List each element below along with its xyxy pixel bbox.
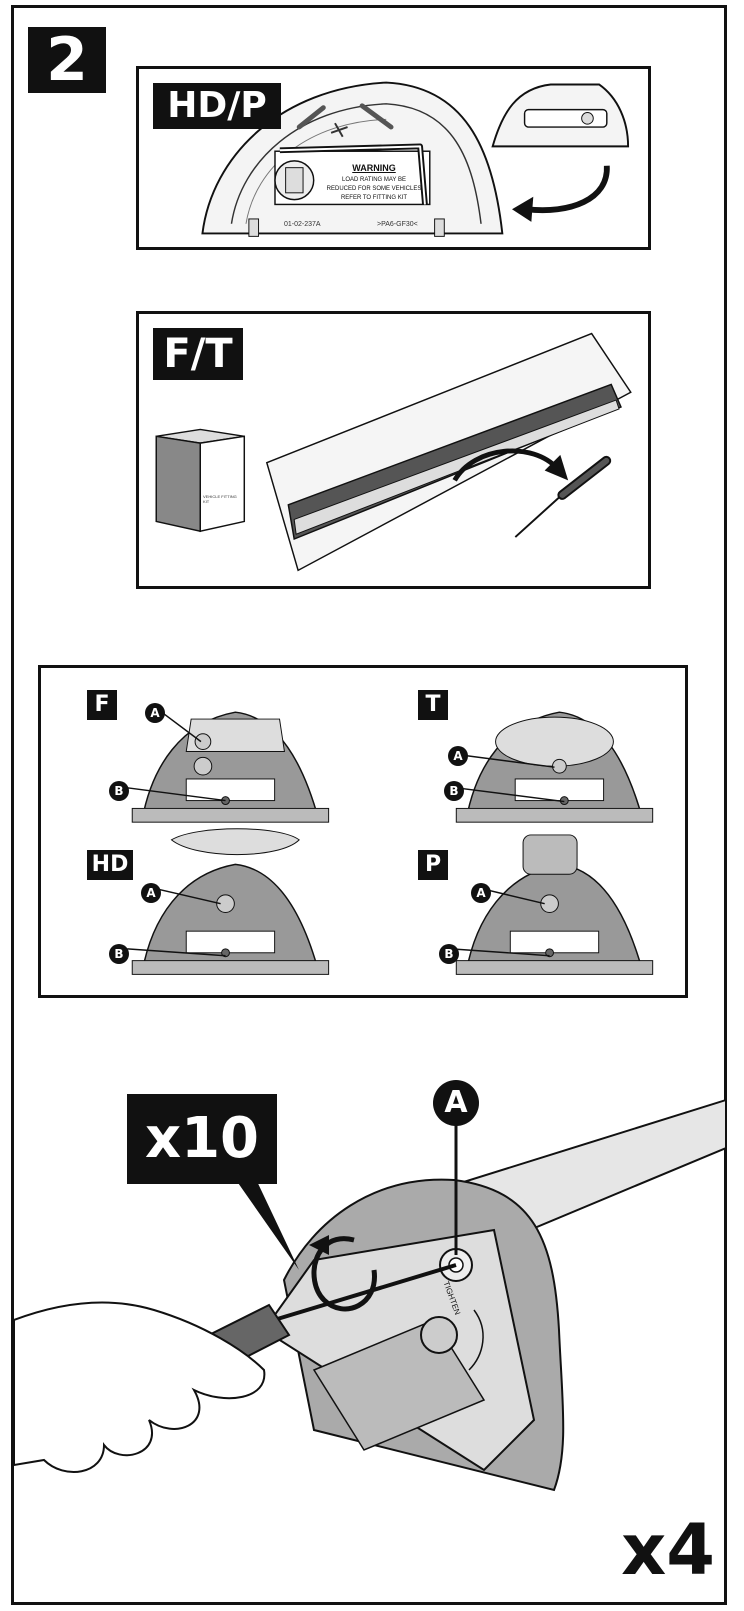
panel-hdp: HD/P WARNING LOAD RATING MAY BE REDUCED … xyxy=(136,66,651,250)
repeat-count-label: x4 xyxy=(621,1509,715,1591)
panel-variants: F T HD P A B A B A B A B xyxy=(38,665,688,998)
warning-line-2: REDUCED FOR SOME VEHICLES xyxy=(326,186,422,192)
ft-tag: F/T xyxy=(153,328,243,380)
foot-t xyxy=(455,711,654,823)
callout-a-hd: A xyxy=(141,883,161,903)
variant-tag-hd: HD xyxy=(87,850,133,880)
box-label: VEHICLE FITTING KIT xyxy=(203,494,237,504)
main-illustration xyxy=(14,1098,726,1492)
panel-ft: F/T VEHICLE FITTING KIT xyxy=(136,311,651,589)
callout-b-f: B xyxy=(109,781,129,801)
warning-line-3: REFER TO FITTING KIT xyxy=(340,195,408,201)
callout-a-main: A xyxy=(433,1080,479,1126)
variant-tag-f: F xyxy=(87,690,117,720)
page-frame xyxy=(11,5,727,1605)
step-number-badge: 2 xyxy=(28,27,106,93)
warning-title: WARNING xyxy=(352,163,396,173)
callout-b-hd: B xyxy=(109,944,129,964)
callout-a-f: A xyxy=(145,703,165,723)
material-code: >PA6-GF30< xyxy=(377,221,418,228)
callout-a-t: A xyxy=(448,746,468,766)
part-number: 01-02-237A xyxy=(284,221,321,228)
warning-line-1: LOAD RATING MAY BE xyxy=(341,177,406,183)
callout-b-t: B xyxy=(444,781,464,801)
turns-label: x10 xyxy=(127,1094,277,1184)
callout-a-p: A xyxy=(471,883,491,903)
variant-tag-t: T xyxy=(418,690,448,720)
variants-illustration xyxy=(127,711,654,975)
hdp-tag: HD/P xyxy=(153,83,281,129)
variant-tag-p: P xyxy=(418,850,448,880)
ft-illustration xyxy=(155,332,632,572)
foot-p xyxy=(455,834,654,975)
callout-b-p: B xyxy=(439,944,459,964)
foot-hd xyxy=(131,828,330,975)
foot-f xyxy=(131,711,330,823)
